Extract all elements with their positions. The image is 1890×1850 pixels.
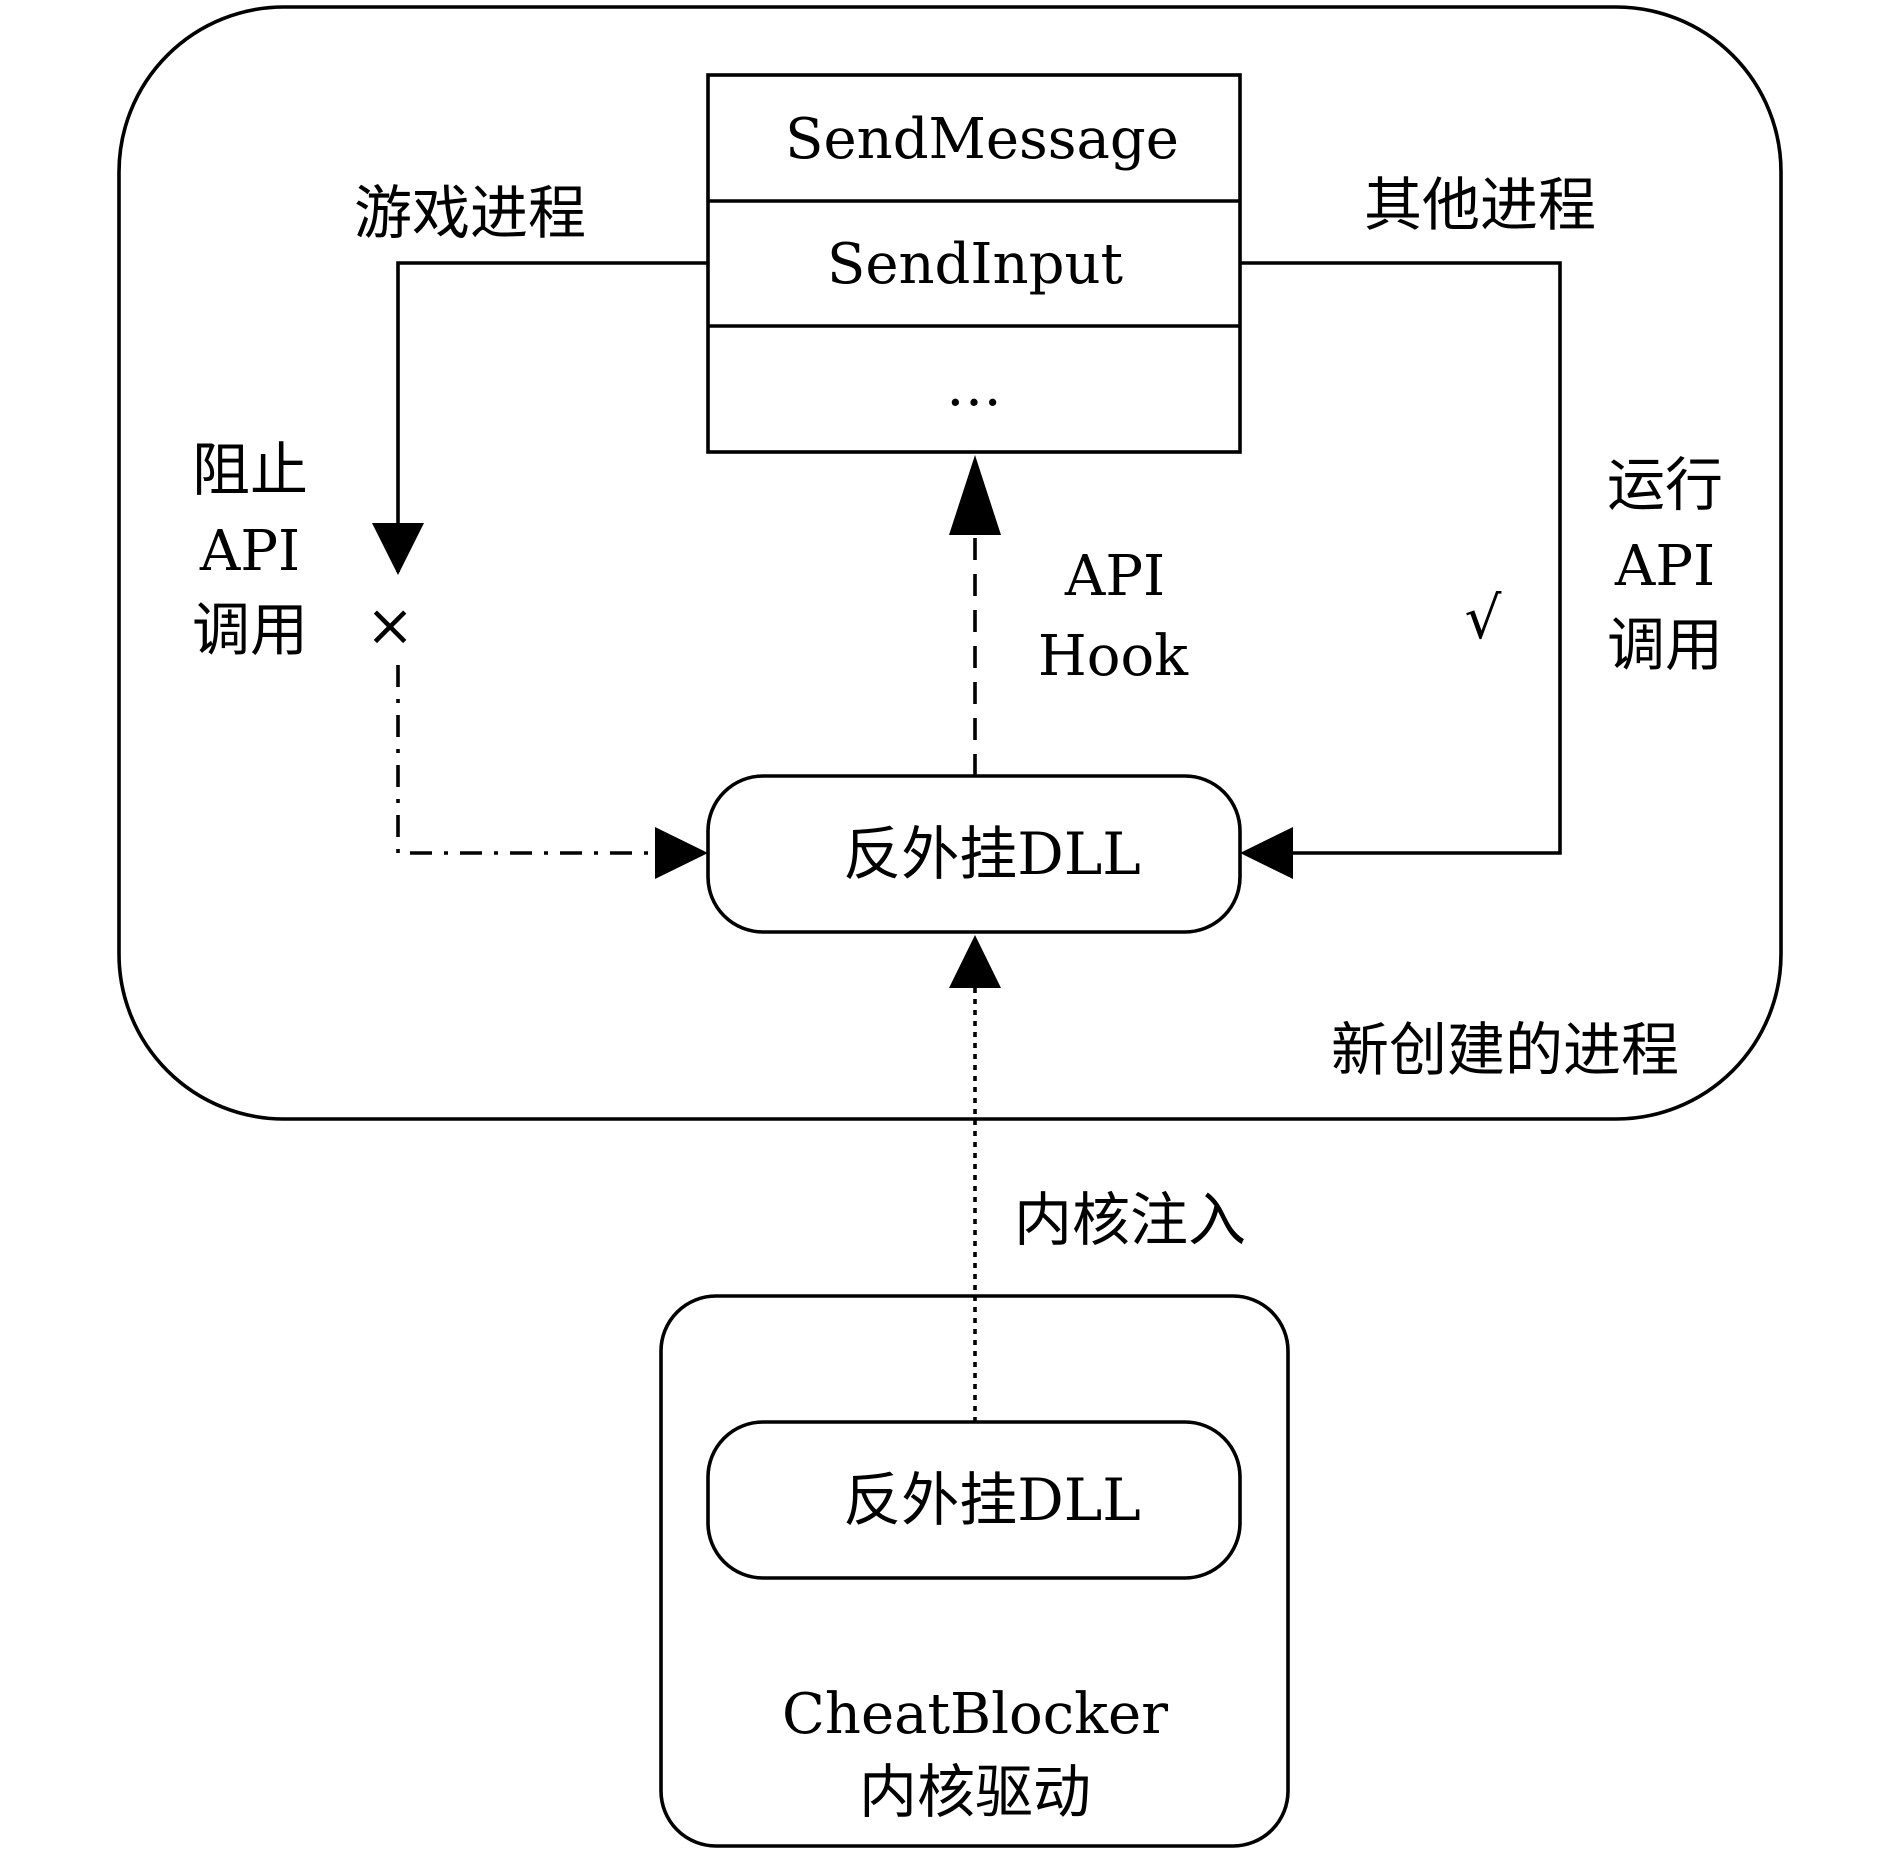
svg-text:阻止: 阻止 xyxy=(192,436,308,504)
process-container-label: 新创建的进程 xyxy=(1331,1016,1679,1084)
allow-mark-icon: √ xyxy=(1465,584,1502,652)
svg-text:调用: 调用 xyxy=(1607,611,1723,679)
svg-text:运行: 运行 xyxy=(1607,451,1723,519)
kernel-inject-arrowhead xyxy=(949,935,1001,988)
driver-dll-label: 反外挂DLL xyxy=(843,1466,1141,1534)
other-process-label: 其他进程 xyxy=(1364,171,1596,239)
anticheat-dll-main-label: 反外挂DLL xyxy=(843,820,1141,888)
driver-title-line2: 内核驱动 xyxy=(859,1758,1091,1826)
game-process-arrow xyxy=(391,261,708,574)
process-container xyxy=(117,5,1783,1121)
driver-dll-box xyxy=(706,1420,1242,1580)
svg-text:API: API xyxy=(1614,534,1715,599)
blocked-call-arrowhead xyxy=(655,827,708,879)
svg-text:API: API xyxy=(199,519,300,584)
svg-text:调用: 调用 xyxy=(192,596,308,664)
other-process-line xyxy=(1240,261,1562,855)
blocked-call-redirect-line xyxy=(396,665,660,855)
block-api-label: 阻止 API 调用 xyxy=(192,436,308,664)
api-table: SendMessage SendInput … xyxy=(706,73,1242,454)
kernel-driver-container: 反外挂DLL CheatBlocker 内核驱动 xyxy=(659,1294,1290,1848)
run-api-label: 运行 API 调用 xyxy=(1607,451,1723,679)
anticheat-dll-main: 反外挂DLL xyxy=(706,774,1242,934)
api-row-sendinput: SendInput xyxy=(827,232,1124,297)
svg-text:Hook: Hook xyxy=(1038,624,1189,689)
svg-text:API: API xyxy=(1064,544,1165,609)
game-process-arrowhead xyxy=(372,523,424,575)
game-process-label: 游戏进程 xyxy=(354,179,586,247)
api-row-ellipsis: … xyxy=(946,354,1002,419)
block-mark-icon: × xyxy=(366,591,415,659)
api-hook-arrowhead xyxy=(949,455,1001,535)
api-row-sendmessage: SendMessage xyxy=(785,107,1179,172)
kernel-inject-label: 内核注入 xyxy=(1014,1186,1246,1254)
api-hook-label: API Hook xyxy=(1038,544,1189,689)
other-process-arrowhead xyxy=(1240,827,1293,879)
driver-title-line1: CheatBlocker xyxy=(782,1682,1168,1747)
